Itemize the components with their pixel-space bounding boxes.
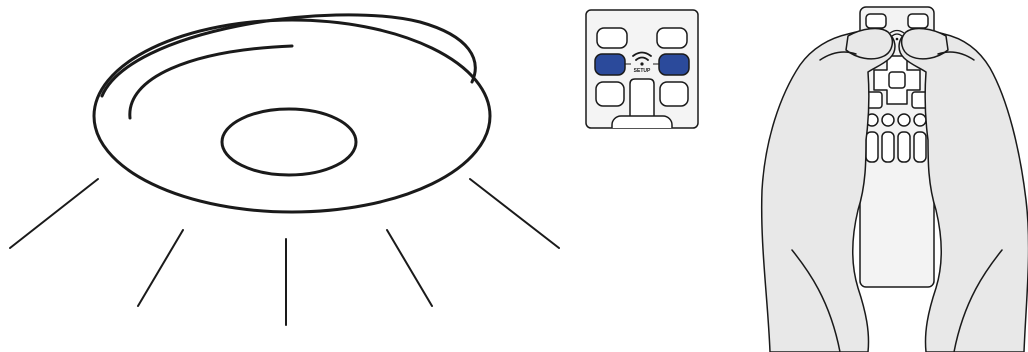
right-thumb <box>902 29 948 59</box>
remote-button <box>866 14 886 28</box>
light-rays <box>10 179 559 325</box>
remote-button <box>612 116 672 140</box>
remote-button <box>657 28 687 48</box>
ceiling-light-illustration <box>10 15 559 325</box>
light-ray <box>138 230 183 306</box>
remote-round-button <box>898 114 910 126</box>
ceiling-light-highlight <box>130 46 292 118</box>
remote-round-button <box>914 114 926 126</box>
ceiling-light-center <box>222 109 356 175</box>
remote-button <box>908 14 928 28</box>
light-ray <box>10 179 98 248</box>
left-thumb <box>846 29 892 59</box>
remote-round-button <box>882 114 894 126</box>
remote-ok-button <box>889 72 905 88</box>
light-ray <box>387 230 432 306</box>
remote-button <box>597 28 627 48</box>
remote-slider-button <box>914 132 926 162</box>
remote-slider-button <box>898 132 910 162</box>
remote-slider-button <box>866 132 878 162</box>
remote-closeup-illustration: SETUP <box>586 10 698 140</box>
remote-slider-button <box>882 132 894 162</box>
pairing-button-right <box>659 54 689 75</box>
remote-button <box>596 82 624 106</box>
remote-dpad-outline <box>630 79 654 140</box>
pairing-button-left <box>595 54 625 75</box>
hands-holding-remote-illustration <box>762 7 1028 352</box>
ceiling-light-top-rim <box>102 15 475 96</box>
remote-button <box>660 82 688 106</box>
ceiling-light-rim <box>94 20 490 212</box>
setup-label: SETUP <box>634 68 651 74</box>
light-ray <box>470 179 559 248</box>
